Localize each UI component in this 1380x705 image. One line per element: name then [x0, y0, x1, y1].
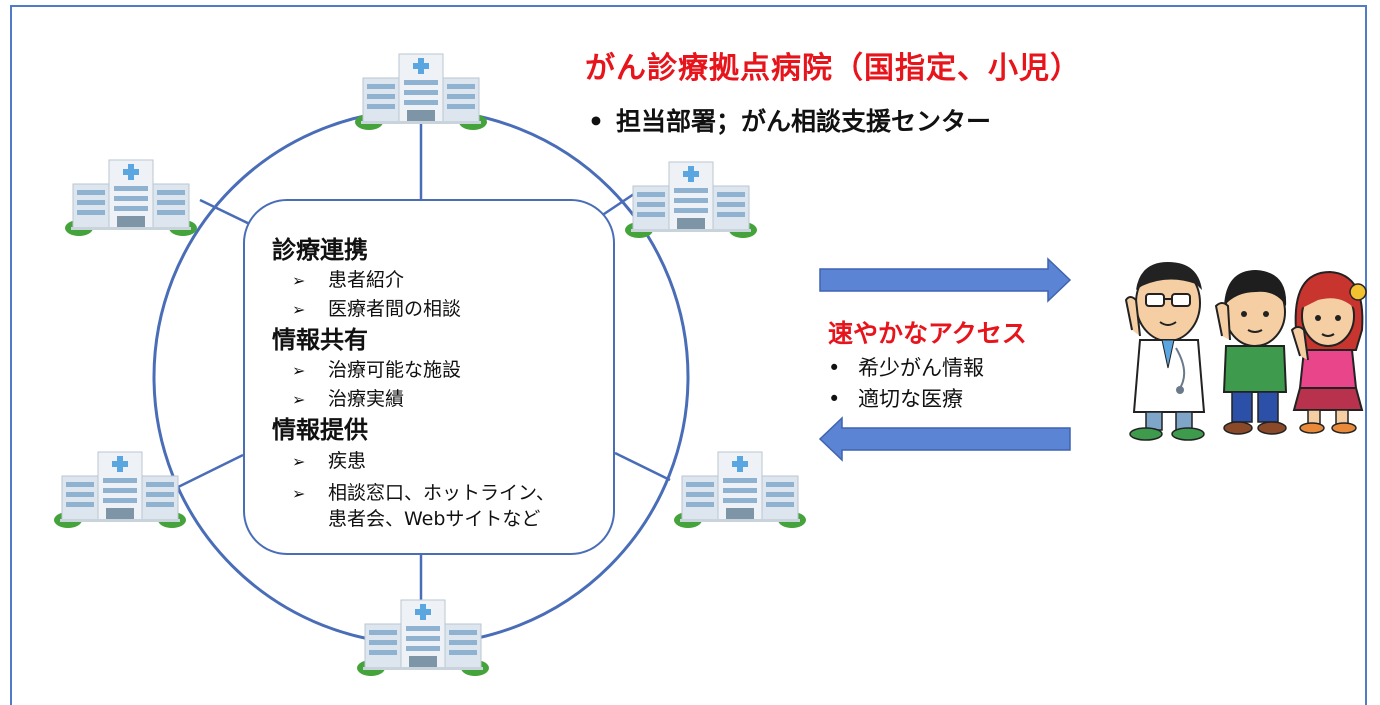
list-item-continuation: 患者会、Webサイトなど	[328, 508, 541, 530]
diagram-frame	[10, 5, 1367, 705]
list-item: ➢治療実績	[292, 388, 405, 410]
hospital-icon	[64, 159, 198, 237]
diagram-title: がん診療拠点病院（国指定、小児）	[585, 51, 1081, 86]
arrow-right-icon	[819, 257, 1072, 303]
hospital-icon	[53, 451, 187, 529]
hospital-icon	[356, 599, 490, 677]
hospital-icon	[624, 161, 758, 239]
hospital-icon	[673, 451, 807, 529]
header-bullet: •担当部署；がん相談支援センター	[588, 107, 992, 136]
patient-boy-icon	[1214, 270, 1288, 435]
list-item: ➢相談窓口、ホットライン、	[292, 482, 555, 504]
section-heading: 診療連携	[272, 236, 368, 264]
department-text: 担当部署；がん相談支援センター	[616, 107, 992, 136]
access-item: •適切な医療	[828, 387, 963, 411]
list-item: ➢疾患	[292, 450, 367, 472]
access-item: •希少がん情報	[828, 356, 984, 380]
hospital-icon	[354, 53, 488, 131]
section-heading: 情報提供	[272, 416, 368, 444]
list-item: ➢医療者間の相談	[292, 298, 462, 320]
center-info-box	[243, 199, 615, 555]
arrow-left-icon	[818, 416, 1071, 462]
section-heading: 情報共有	[272, 326, 368, 354]
list-item: ➢治療可能な施設	[292, 359, 462, 381]
doctor-icon	[1124, 262, 1206, 441]
list-item: ➢患者紹介	[292, 269, 405, 291]
access-title: 速やかなアクセス	[828, 319, 1027, 348]
patient-girl-icon	[1290, 270, 1367, 434]
